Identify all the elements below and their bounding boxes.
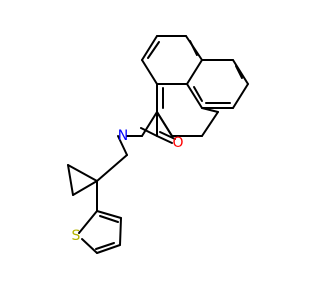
bond <box>189 40 198 56</box>
bond <box>119 217 122 246</box>
bond <box>95 242 115 250</box>
bond <box>232 83 249 109</box>
bond <box>72 180 98 196</box>
cyclopropane-ring <box>67 164 98 196</box>
bond <box>81 238 98 254</box>
bond <box>141 59 158 85</box>
bond <box>96 210 122 219</box>
bond <box>147 41 160 59</box>
bond <box>186 83 203 109</box>
bond <box>186 59 203 85</box>
bond <box>78 210 98 234</box>
nitrogen-atom-label: N <box>118 128 128 144</box>
bond <box>99 215 119 223</box>
bond <box>156 135 173 144</box>
oxygen-atom-label: O <box>172 135 183 151</box>
bond <box>156 111 173 137</box>
bond <box>96 244 121 254</box>
bond <box>117 135 128 156</box>
thiophene-ring <box>78 180 122 254</box>
bond <box>201 111 219 137</box>
molecule-structure: O N S <box>67 35 249 254</box>
bond <box>140 127 158 137</box>
bond <box>193 86 203 102</box>
molecule-canvas: O N S <box>67 35 249 254</box>
amide-group <box>126 111 176 144</box>
bond <box>96 154 128 182</box>
bond <box>67 164 74 196</box>
bond <box>235 65 243 79</box>
bond <box>67 164 98 182</box>
bond <box>141 35 158 61</box>
bond <box>232 59 249 85</box>
linker <box>96 135 128 182</box>
naphthalene-ring <box>141 35 249 137</box>
bond <box>201 107 219 113</box>
sulfur-atom-label: S <box>72 228 81 244</box>
bond <box>141 111 158 137</box>
bond <box>159 131 176 140</box>
